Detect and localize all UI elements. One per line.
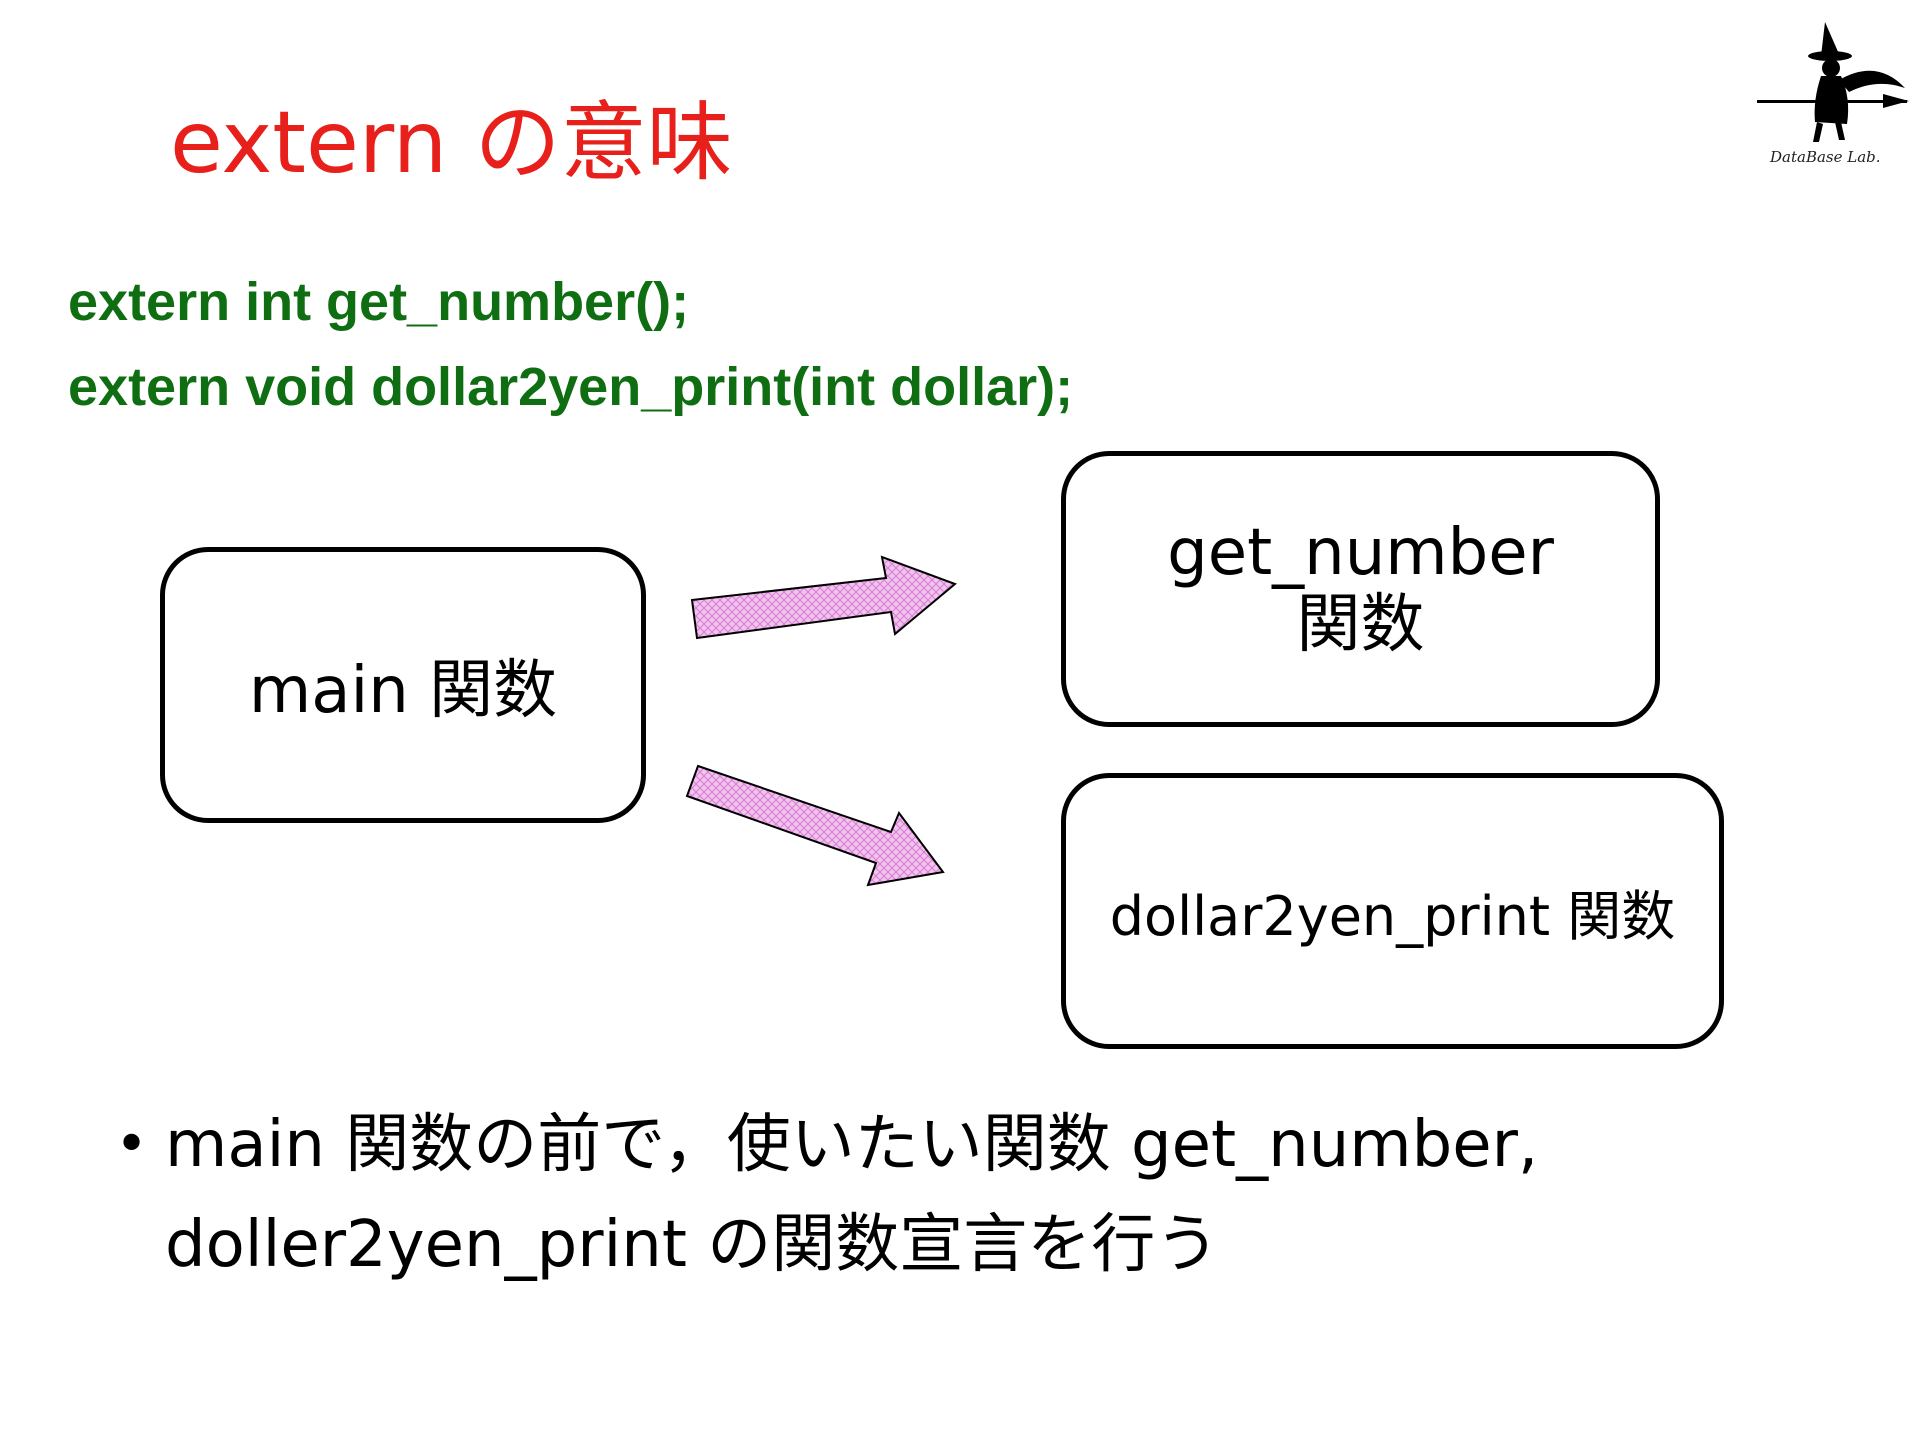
arrow-to-get-number xyxy=(690,555,957,640)
main-function-box: main 関数 xyxy=(160,547,646,823)
get-number-function-label: get_number 関数 xyxy=(1167,516,1554,662)
arrow-to-dollar2yen xyxy=(685,764,945,887)
logo-text: DataBase Lab. xyxy=(1770,148,1881,166)
main-function-label: main 関数 xyxy=(248,654,558,728)
bullet-line-1: main 関数の前で，使いたい関数 get_number, xyxy=(165,1108,1539,1182)
code-line-dollar2yen: extern void dollar2yen_print(int dollar)… xyxy=(68,357,1074,417)
dollar2yen-function-label: dollar2yen_print 関数 xyxy=(1109,884,1676,948)
bullet-point: • main 関数の前で，使いたい関数 get_number, doller2y… xyxy=(115,1095,1815,1295)
slide-title: extern の意味 xyxy=(170,93,733,193)
witch-logo-icon xyxy=(1757,22,1909,142)
dollar2yen-function-box: dollar2yen_print 関数 xyxy=(1061,773,1724,1049)
get-number-function-box: get_number 関数 xyxy=(1061,451,1660,727)
code-line-get-number: extern int get_number(); xyxy=(68,272,690,332)
bullet-line-2: doller2yen_print の関数宣言を行う xyxy=(165,1208,1220,1282)
bullet-marker: • xyxy=(115,1112,149,1177)
